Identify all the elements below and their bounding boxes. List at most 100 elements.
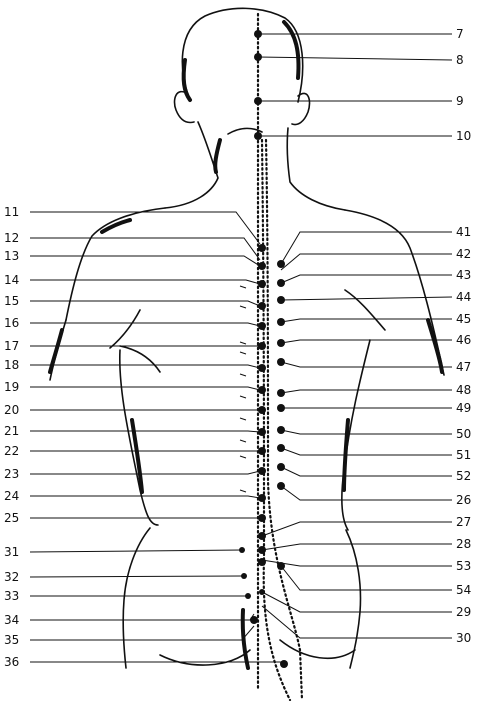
point-right-a bbox=[277, 260, 285, 268]
neck-right bbox=[287, 128, 345, 210]
right-shoulder bbox=[345, 210, 444, 375]
inner-channel-line bbox=[262, 140, 290, 700]
right-hip bbox=[346, 530, 360, 668]
label-right: 7 bbox=[456, 27, 464, 41]
point-sacral-d bbox=[250, 616, 258, 624]
label-right: 51 bbox=[456, 448, 471, 462]
point-midline-i bbox=[258, 406, 266, 414]
point-right-k bbox=[277, 463, 285, 471]
label-right: 42 bbox=[456, 247, 471, 261]
point-midline-l bbox=[258, 467, 266, 475]
point-midline-a bbox=[258, 244, 266, 252]
label-left: 33 bbox=[4, 589, 19, 603]
point-8 bbox=[254, 53, 262, 61]
label-right: 49 bbox=[456, 401, 471, 415]
label-left: 21 bbox=[4, 424, 19, 438]
right-ear bbox=[292, 93, 310, 124]
point-right-j bbox=[277, 444, 285, 452]
point-right-i bbox=[277, 426, 285, 434]
label-left: 32 bbox=[4, 570, 19, 584]
label-left: 11 bbox=[4, 205, 19, 219]
point-midline-h bbox=[258, 386, 266, 394]
point-midline-q bbox=[258, 558, 266, 566]
gluteal-cleft bbox=[243, 610, 248, 668]
point-right-c bbox=[277, 296, 285, 304]
point-right-g bbox=[277, 389, 285, 397]
label-left: 23 bbox=[4, 467, 19, 481]
label-right: 41 bbox=[456, 225, 471, 239]
label-right: 30 bbox=[456, 631, 471, 645]
label-left: 35 bbox=[4, 633, 19, 647]
label-left: 24 bbox=[4, 489, 19, 503]
point-midline-d bbox=[258, 302, 266, 310]
point-midline-k bbox=[258, 447, 266, 455]
label-left: 13 bbox=[4, 249, 19, 263]
point-10 bbox=[254, 132, 262, 140]
point-right-e bbox=[277, 339, 285, 347]
label-left: 16 bbox=[4, 316, 19, 330]
neck-left bbox=[165, 122, 218, 208]
label-right: 9 bbox=[456, 94, 464, 108]
label-left: 34 bbox=[4, 613, 19, 627]
label-right: 27 bbox=[456, 515, 471, 529]
label-right: 26 bbox=[456, 493, 471, 507]
minor-marks bbox=[240, 286, 246, 492]
point-right-d bbox=[277, 318, 285, 326]
label-right: 45 bbox=[456, 312, 471, 326]
label-right: 29 bbox=[456, 605, 471, 619]
left-label-column: 11 12 13 14 15 16 17 18 19 20 21 22 23 2… bbox=[4, 205, 19, 669]
label-left: 22 bbox=[4, 444, 19, 458]
point-right-l bbox=[277, 482, 285, 490]
point-midline-c bbox=[258, 280, 266, 288]
point-sacral-c bbox=[245, 593, 251, 599]
label-left: 36 bbox=[4, 655, 19, 669]
label-left: 18 bbox=[4, 358, 19, 372]
point-midline-j bbox=[258, 428, 266, 436]
point-7 bbox=[254, 30, 262, 38]
label-right: 48 bbox=[456, 383, 471, 397]
label-right: 43 bbox=[456, 268, 471, 282]
right-scapula bbox=[345, 290, 385, 330]
right-label-column: 7 8 9 10 41 42 43 44 45 46 47 48 49 50 5… bbox=[456, 27, 471, 645]
label-right: 53 bbox=[456, 559, 471, 573]
point-midline-p bbox=[258, 546, 266, 554]
right-arm-shadow bbox=[428, 320, 442, 372]
point-midline-o bbox=[258, 532, 266, 540]
label-right: 50 bbox=[456, 427, 471, 441]
point-right-h bbox=[277, 404, 285, 412]
label-right: 8 bbox=[456, 53, 464, 67]
label-right: 54 bbox=[456, 583, 471, 597]
neck-shadow-left bbox=[215, 140, 220, 172]
label-left: 14 bbox=[4, 273, 19, 287]
left-scapula bbox=[110, 310, 140, 348]
point-36 bbox=[280, 660, 288, 668]
label-left: 12 bbox=[4, 231, 19, 245]
right-buttock bbox=[280, 640, 355, 658]
label-left: 25 bbox=[4, 511, 19, 525]
point-right-f bbox=[277, 358, 285, 366]
left-hip bbox=[123, 528, 150, 668]
point-midline-n bbox=[258, 514, 266, 522]
label-left: 20 bbox=[4, 403, 19, 417]
point-sacral-a bbox=[239, 547, 245, 553]
left-ear bbox=[175, 92, 195, 123]
point-sacral-e bbox=[259, 589, 265, 595]
left-arm-shadow bbox=[50, 330, 62, 372]
point-midline-f bbox=[258, 342, 266, 350]
left-armpit-fold bbox=[120, 346, 160, 372]
point-midline-m bbox=[258, 494, 266, 502]
left-torso-side bbox=[120, 350, 158, 525]
point-right-b bbox=[277, 279, 285, 287]
label-right: 47 bbox=[456, 360, 471, 374]
left-shoulder-shadow bbox=[102, 220, 130, 232]
label-left: 17 bbox=[4, 339, 19, 353]
point-midline-e bbox=[258, 322, 266, 330]
label-left: 19 bbox=[4, 380, 19, 394]
label-left: 15 bbox=[4, 294, 19, 308]
label-left: 31 bbox=[4, 545, 19, 559]
point-right-m bbox=[277, 562, 285, 570]
point-9 bbox=[254, 97, 262, 105]
point-sacral-b bbox=[241, 573, 247, 579]
